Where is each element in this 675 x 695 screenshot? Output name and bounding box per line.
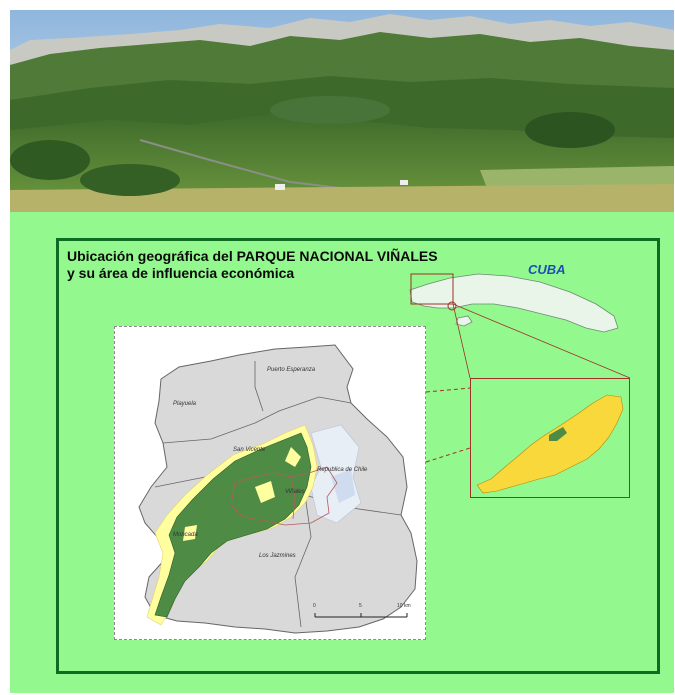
park-locator-circle xyxy=(447,301,457,311)
lake-area xyxy=(310,424,362,524)
locator-overlay xyxy=(409,273,631,463)
scale-bar xyxy=(314,613,408,618)
place-moncada: Moncada xyxy=(173,532,198,538)
panel-frame xyxy=(56,238,660,674)
isla-de-la-juventud xyxy=(455,315,473,327)
map-title: Ubicación geográfica del PARQUE NACIONAL… xyxy=(67,248,507,282)
scale-tick-10: 10 km xyxy=(397,603,411,609)
map-title-line2: y su área de influencia económica xyxy=(67,265,295,281)
place-vinales: Viñales xyxy=(285,489,305,495)
cuba-locator-box xyxy=(410,273,454,305)
pinar-del-rio-province xyxy=(476,394,624,494)
place-san-vicente: San Vicente xyxy=(233,447,266,453)
place-playuela: Playuela xyxy=(173,401,197,407)
map-title-line1: Ubicación geográfica del PARQUE NACIONAL… xyxy=(67,248,438,264)
boundary-line xyxy=(230,466,338,526)
country-label: CUBA xyxy=(528,262,566,277)
scale-tick-0: 0 xyxy=(313,603,316,609)
landscape-photo xyxy=(10,10,674,212)
place-republica-de-chile: Republica de Chile xyxy=(317,467,368,473)
location-panel: Ubicación geográfica del PARQUE NACIONAL… xyxy=(10,212,674,693)
park-area xyxy=(154,432,312,618)
park-in-province xyxy=(549,427,567,441)
cuba-island xyxy=(409,273,619,333)
place-los-jazmines: Los Jazmines xyxy=(259,553,296,559)
detail-map: Puerto Esperanza Playuela San Vicente Re… xyxy=(114,326,426,640)
province-inset xyxy=(470,378,630,498)
place-puerto-esperanza: Puerto Esperanza xyxy=(267,367,316,373)
scale-tick-5: 5 xyxy=(359,603,362,609)
